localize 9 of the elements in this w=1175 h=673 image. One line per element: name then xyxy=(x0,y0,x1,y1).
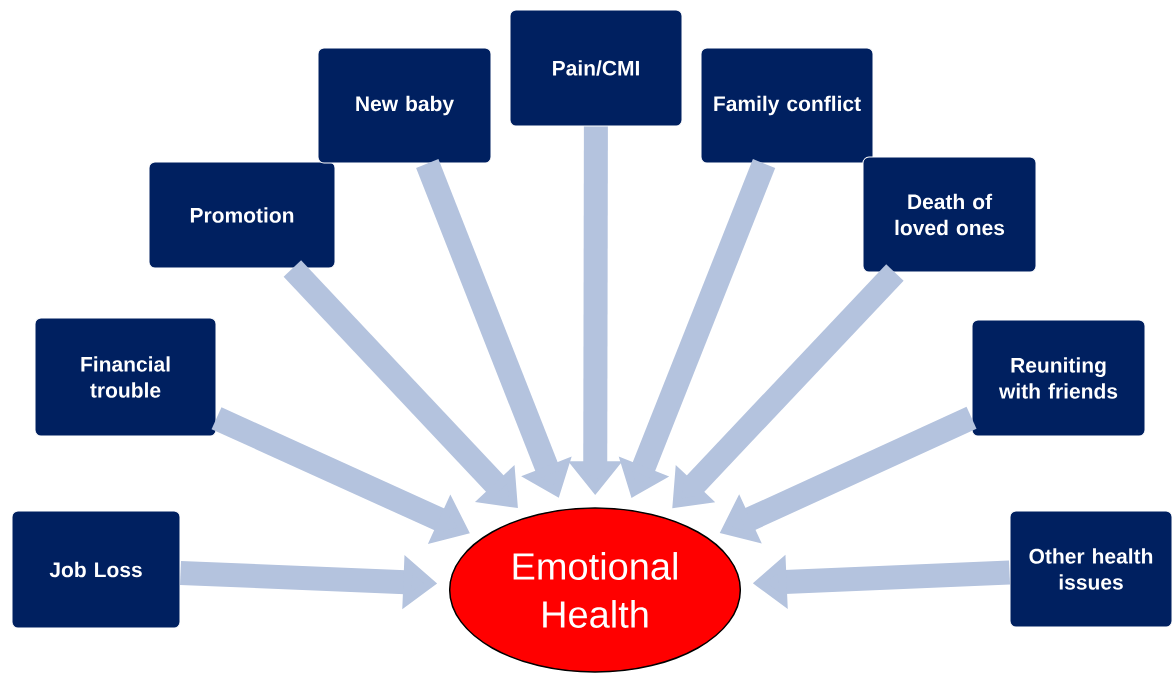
text-box: Death of loved ones xyxy=(862,156,1037,273)
text-box: Other health issues xyxy=(1009,510,1173,628)
text-box: Promotion xyxy=(148,161,336,269)
text-box: Pain/CMI xyxy=(509,9,683,127)
text-box: Family conflict xyxy=(700,47,874,164)
text-box: Job Loss xyxy=(11,510,181,629)
text-box: New baby xyxy=(317,47,492,164)
text-box: Financial trouble xyxy=(34,317,217,437)
text-box: Reuniting with friends xyxy=(971,319,1146,437)
